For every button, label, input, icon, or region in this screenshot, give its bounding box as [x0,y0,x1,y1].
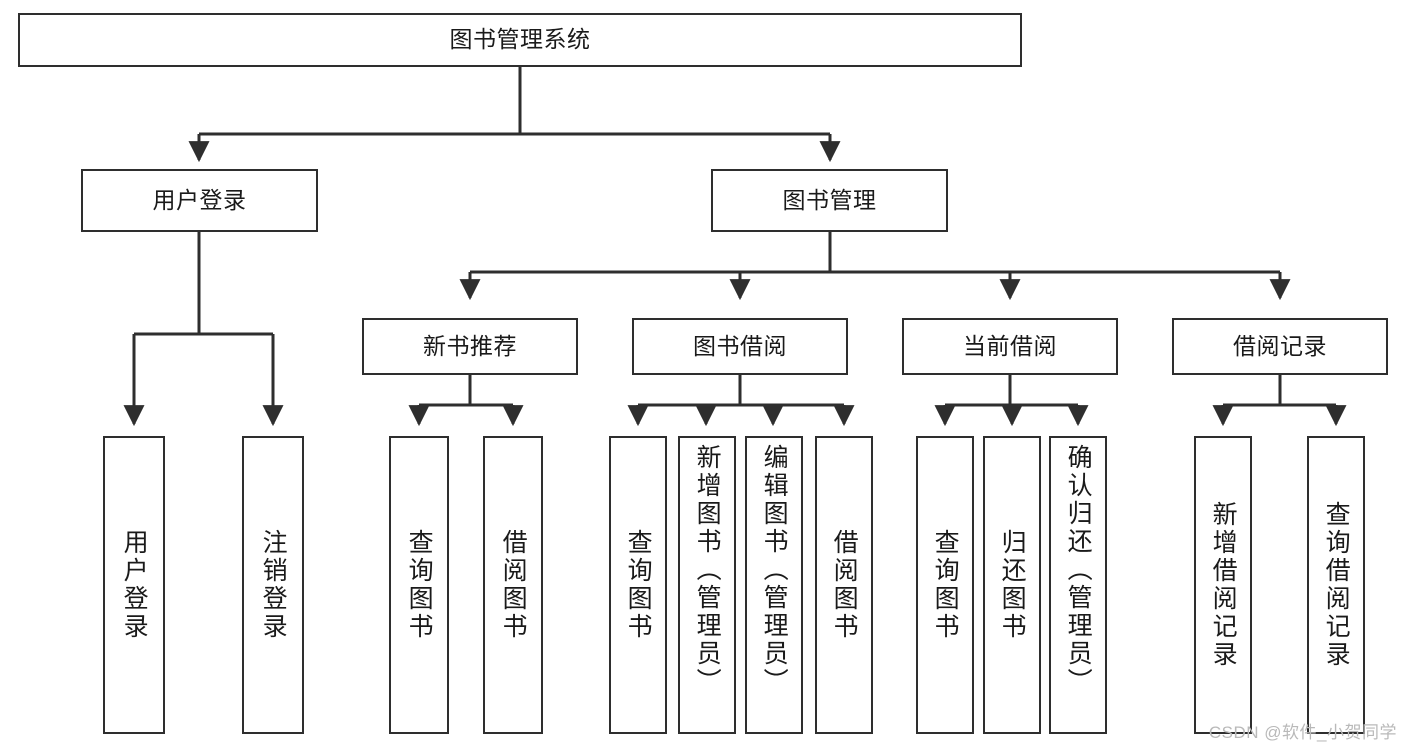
leaf-add-book-label: 新增图书（管理员） [693,444,722,696]
leaf-borrow-book-2-label: 借阅图书 [830,529,859,641]
node-book-manage[interactable]: 图书管理 [711,169,948,232]
node-book-borrow-label: 图书借阅 [693,332,787,359]
node-book-manage-label: 图书管理 [782,186,877,213]
leaf-add-record-label: 新增借阅记录 [1209,501,1238,669]
leaf-query-book-2-label: 查询图书 [624,529,653,641]
leaf-logout-login-label: 注销登录 [259,529,288,641]
leaf-user-login-label: 用户登录 [120,529,149,641]
leaf-borrow-book-1-label: 借阅图书 [499,529,528,641]
leaf-return-book-label: 归还图书 [998,529,1027,641]
leaf-edit-book-label: 编辑图书（管理员） [760,444,789,696]
node-root[interactable]: 图书管理系统 [18,13,1022,67]
node-book-borrow[interactable]: 图书借阅 [632,318,848,375]
leaf-edit-book[interactable]: 编辑图书（管理员） [745,436,803,734]
leaf-confirm-return[interactable]: 确认归还（管理员） [1049,436,1107,734]
node-user-login[interactable]: 用户登录 [81,169,318,232]
node-new-book-recommend[interactable]: 新书推荐 [362,318,578,375]
leaf-add-record[interactable]: 新增借阅记录 [1194,436,1252,734]
leaf-query-record[interactable]: 查询借阅记录 [1307,436,1365,734]
leaf-query-record-label: 查询借阅记录 [1322,501,1351,669]
node-user-login-label: 用户登录 [152,186,247,213]
node-borrow-record-label: 借阅记录 [1233,332,1327,359]
leaf-query-book-1[interactable]: 查询图书 [389,436,449,734]
leaf-borrow-book-2[interactable]: 借阅图书 [815,436,873,734]
leaf-return-book[interactable]: 归还图书 [983,436,1041,734]
watermark: CSDN @软件_小贺同学 [1208,723,1397,742]
leaf-query-book-1-label: 查询图书 [405,529,434,641]
leaf-query-book-3[interactable]: 查询图书 [916,436,974,734]
node-new-book-recommend-label: 新书推荐 [423,332,517,359]
node-current-borrow[interactable]: 当前借阅 [902,318,1118,375]
leaf-user-login[interactable]: 用户登录 [103,436,165,734]
leaf-add-book[interactable]: 新增图书（管理员） [678,436,736,734]
leaf-query-book-2[interactable]: 查询图书 [609,436,667,734]
leaf-borrow-book-1[interactable]: 借阅图书 [483,436,543,734]
node-borrow-record[interactable]: 借阅记录 [1172,318,1388,375]
node-current-borrow-label: 当前借阅 [963,332,1057,359]
leaf-logout-login[interactable]: 注销登录 [242,436,304,734]
leaf-query-book-3-label: 查询图书 [931,529,960,641]
leaf-confirm-return-label: 确认归还（管理员） [1064,444,1093,696]
node-root-label: 图书管理系统 [449,26,591,53]
